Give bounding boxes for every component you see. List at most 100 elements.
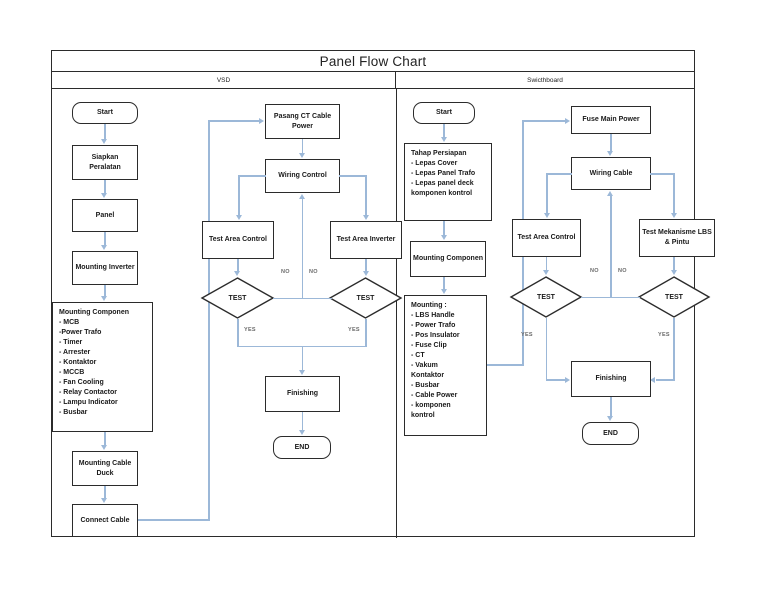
vsd-arrow-tai-diamond xyxy=(362,271,369,276)
vsd-conn-yes-left-h xyxy=(237,345,303,348)
vsd-start-node[interactable]: Start xyxy=(72,102,138,124)
sb-mounting-list-item: kontrol xyxy=(411,412,435,419)
vsd-mounting-componen-item: - Busbar xyxy=(59,409,88,416)
sb-end-node[interactable]: END xyxy=(582,422,639,445)
sb-arrow-yes-right-into-finishing xyxy=(650,376,655,383)
vsd-conn-tac-diamond xyxy=(237,259,239,272)
sb-edge-label-yes-right: YES xyxy=(658,332,670,338)
sb-conn-list-to-fuse xyxy=(522,120,567,122)
sb-conn-start-tahap xyxy=(443,124,445,138)
sb-mounting-list-item: - Power Trafo xyxy=(411,322,456,329)
sb-mounting-list[interactable]: Mounting : - LBS Handle - Power Trafo - … xyxy=(404,295,487,436)
sb-mounting-list-item: - Busbar xyxy=(411,382,440,389)
sb-arrow-no-into-wiring xyxy=(607,191,614,196)
sb-conn-tm-diamond xyxy=(673,257,675,271)
sb-test-area-control-node[interactable]: Test Area Control xyxy=(512,219,581,257)
vsd-edge-label-yes-left: YES xyxy=(244,327,256,333)
vsd-conn-tai-diamond xyxy=(365,259,367,272)
vsd-mounting-componen-item: - Kontaktor xyxy=(59,359,97,366)
sb-tahap-persiapan-item: - Lepas Panel Trafo xyxy=(411,170,476,177)
sb-tahap-persiapan-item: komponen kontrol xyxy=(411,190,473,197)
column-header-vsd: VSD xyxy=(52,72,396,88)
sb-test-decision-left-label: TEST xyxy=(537,293,555,301)
sb-test-decision-right[interactable]: TEST xyxy=(637,276,711,318)
sb-arrow-tahap-mounting xyxy=(440,235,447,240)
vsd-arrow-into-test-area-inverter xyxy=(363,215,370,220)
vsd-mounting-cable-duck-node[interactable]: Mounting Cable Duck xyxy=(72,451,138,486)
sb-arrow-finishing-end xyxy=(607,416,614,421)
sb-edge-label-no-left: NO xyxy=(590,268,599,274)
vsd-mounting-componen-list[interactable]: Mounting Componen - MCB -Power Trafo - T… xyxy=(52,302,153,432)
vsd-conn-connect-to-ct xyxy=(208,120,261,122)
sb-test-decision-left[interactable]: TEST xyxy=(509,276,583,318)
sb-arrow-yes-left-into-finishing xyxy=(565,376,570,383)
vsd-mounting-componen-item: - MCCB xyxy=(59,369,85,376)
vsd-conn-start-siapkan xyxy=(104,124,106,140)
vsd-conn-panel-inverter xyxy=(104,232,106,246)
sb-conn-fuse-wiring xyxy=(610,134,612,152)
sb-tahap-persiapan-list[interactable]: Tahap Persiapan - Lepas Cover - Lepas Pa… xyxy=(404,143,492,221)
vsd-arrow-finishing-end xyxy=(298,430,305,435)
sb-edge-label-yes-left: YES xyxy=(521,332,533,338)
sb-tahap-persiapan-heading: Tahap Persiapan xyxy=(411,150,467,157)
vsd-wiring-control-node[interactable]: Wiring Control xyxy=(265,159,340,193)
vsd-test-decision-right[interactable]: TEST xyxy=(328,277,403,319)
sb-mounting-list-item: - komponen xyxy=(411,402,451,409)
page-title: Panel Flow Chart xyxy=(319,53,427,69)
vsd-conn-no-left xyxy=(273,297,303,300)
sb-conn-yes-left-down xyxy=(545,318,548,380)
sb-mounting-list-heading: Mounting : xyxy=(411,302,447,309)
column-header-switchboard: Swicthboard xyxy=(527,76,563,84)
vsd-arrow-into-finishing xyxy=(298,370,305,375)
vsd-mounting-componen-item: - Fan Cooling xyxy=(59,379,104,386)
sb-mounting-list-item: - CT xyxy=(411,352,425,359)
diagram-canvas: Start Siapkan Peralatan Panel Mounting I… xyxy=(52,89,715,538)
vsd-conn-no-right xyxy=(301,297,332,300)
vsd-conn-yes-right-h xyxy=(301,345,367,348)
vsd-arrow-into-test-area-control xyxy=(236,215,242,220)
vsd-mounting-componen-item: - MCB xyxy=(59,319,80,326)
vsd-conn-finishing-end xyxy=(301,412,304,431)
sb-mounting-list-item: - Cable Power xyxy=(411,392,458,399)
vsd-mounting-componen-item: - Lampu Indicator xyxy=(59,399,118,406)
vsd-mounting-componen-item: -Power Trafo xyxy=(59,329,102,336)
sb-tahap-persiapan-item: - Lepas Cover xyxy=(411,160,458,167)
vsd-arrow-no-into-wiring xyxy=(298,194,305,199)
vsd-conn-wiring-left xyxy=(238,175,266,177)
sb-test-mekanisme-node[interactable]: Test Mekanisme LBS & Pintu xyxy=(639,219,715,257)
vsd-arrow-start-siapkan xyxy=(101,139,108,144)
sb-conn-wiring-left-down xyxy=(546,173,548,214)
sb-finishing-node[interactable]: Finishing xyxy=(571,361,651,397)
vsd-conn-yes-to-finishing xyxy=(301,345,304,372)
sb-conn-finishing-end xyxy=(610,397,612,417)
vsd-test-decision-left[interactable]: TEST xyxy=(200,277,275,319)
vsd-pasang-ct-cable-power-node[interactable]: Pasang CT Cable Power xyxy=(265,104,340,139)
vsd-arrow-inverter-componen xyxy=(101,296,108,301)
sb-wiring-cable-node[interactable]: Wiring Cable xyxy=(571,157,651,190)
sb-test-decision-right-label: TEST xyxy=(665,293,683,301)
vsd-panel-node[interactable]: Panel xyxy=(72,199,138,232)
vsd-end-node[interactable]: END xyxy=(273,436,331,459)
sb-start-node[interactable]: Start xyxy=(413,102,475,124)
sb-conn-yes-right-h xyxy=(656,379,675,381)
sb-mounting-componen-node[interactable]: Mounting Componen xyxy=(410,241,486,277)
vsd-mounting-inverter-node[interactable]: Mounting Inverter xyxy=(72,251,138,285)
vsd-connect-cable-node[interactable]: Connect Cable xyxy=(72,504,138,537)
vsd-edge-label-yes-right: YES xyxy=(348,327,360,333)
vsd-siapkan-peralatan-node[interactable]: Siapkan Peralatan xyxy=(72,145,138,180)
vsd-conn-wiring-right-down xyxy=(365,175,367,216)
sb-mounting-list-item: - Fuse Clip xyxy=(411,342,447,349)
sb-conn-no-up-to-wiring xyxy=(610,196,612,297)
sb-conn-mounting-list xyxy=(443,277,445,290)
sb-conn-tac-diamond xyxy=(545,257,548,271)
sb-fuse-main-power-node[interactable]: Fuse Main Power xyxy=(571,106,651,134)
sb-conn-wiring-right-down xyxy=(673,173,675,214)
vsd-conn-cableduck-connect xyxy=(104,486,106,499)
sb-arrow-start-tahap xyxy=(440,137,447,142)
vsd-finishing-node[interactable]: Finishing xyxy=(265,376,340,412)
vsd-mounting-componen-item: - Relay Contactor xyxy=(59,389,117,396)
sb-edge-label-no-right: NO xyxy=(618,268,627,274)
vsd-test-area-control-node[interactable]: Test Area Control xyxy=(202,221,274,259)
vsd-test-area-inverter-node[interactable]: Test Area Inverter xyxy=(330,221,402,259)
vsd-conn-wiring-right xyxy=(339,175,367,177)
